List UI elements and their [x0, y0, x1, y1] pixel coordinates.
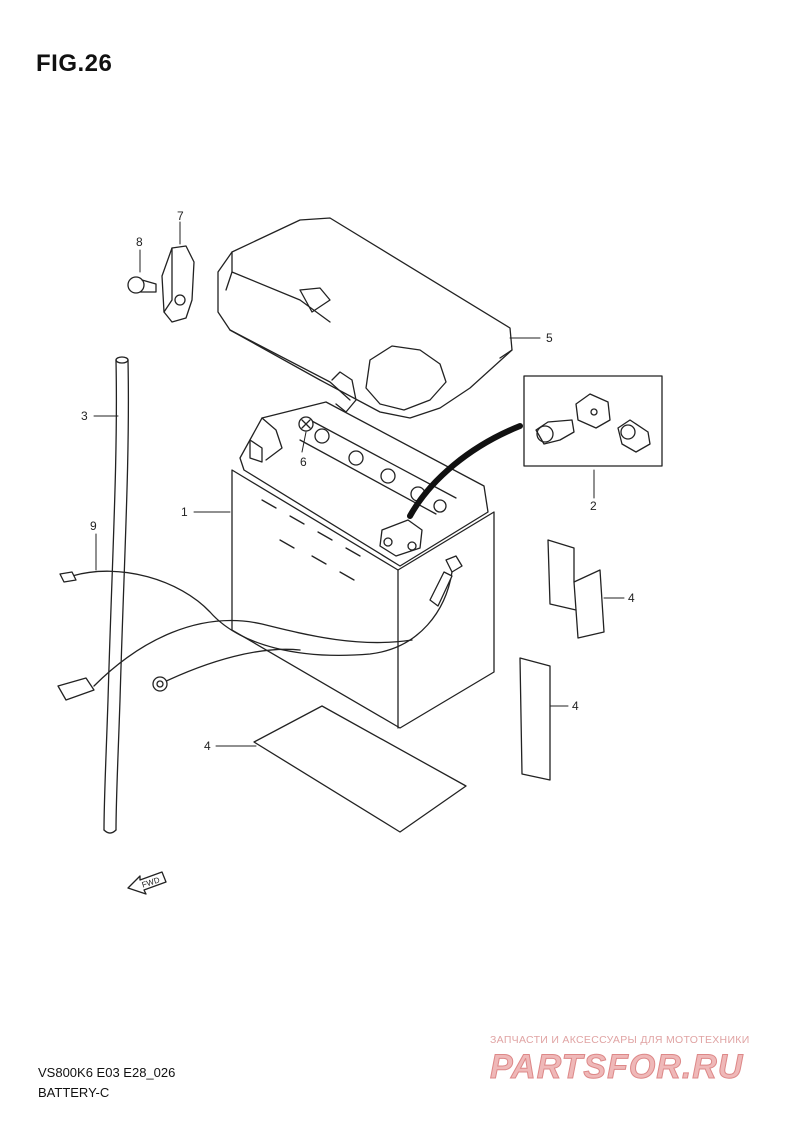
callout-9: 9 — [90, 519, 97, 533]
callout-1: 1 — [181, 505, 188, 519]
watermark-caption: ЗАПЧАСТИ И АКСЕССУАРЫ ДЛЯ МОТОТЕХНИКИ — [490, 1034, 750, 1046]
watermark-logo: PARTSFOR.RU — [489, 1048, 744, 1087]
battery-pad-part — [253, 539, 605, 833]
callout-7: 7 — [177, 209, 184, 223]
battery-cover-part — [217, 217, 513, 419]
callout-4-bottom-pad: 4 — [204, 739, 211, 753]
diagram-name: BATTERY-C — [38, 1085, 110, 1100]
callout-6: 6 — [300, 455, 307, 469]
forward-direction-arrow-icon — [127, 871, 167, 895]
battery-bracket-part — [161, 245, 195, 323]
wiring-harness-part — [57, 555, 463, 701]
breather-hose-part — [103, 356, 130, 834]
bolt-part — [127, 276, 157, 294]
battery-lead-cable — [407, 423, 523, 519]
clamp-part — [298, 416, 314, 432]
callout-4-upper-pad: 4 — [628, 591, 635, 605]
callout-8: 8 — [136, 235, 143, 249]
leader-lines — [93, 221, 625, 747]
callout-5: 5 — [546, 331, 553, 345]
terminal-bolt-kit-part — [523, 375, 663, 467]
diagram-code: VS800K6 E03 E28_026 — [38, 1065, 176, 1080]
callout-3: 3 — [81, 409, 88, 423]
figure-title: FIG.26 — [36, 50, 113, 77]
callout-4-side-pad: 4 — [572, 699, 579, 713]
callout-2: 2 — [590, 499, 597, 513]
